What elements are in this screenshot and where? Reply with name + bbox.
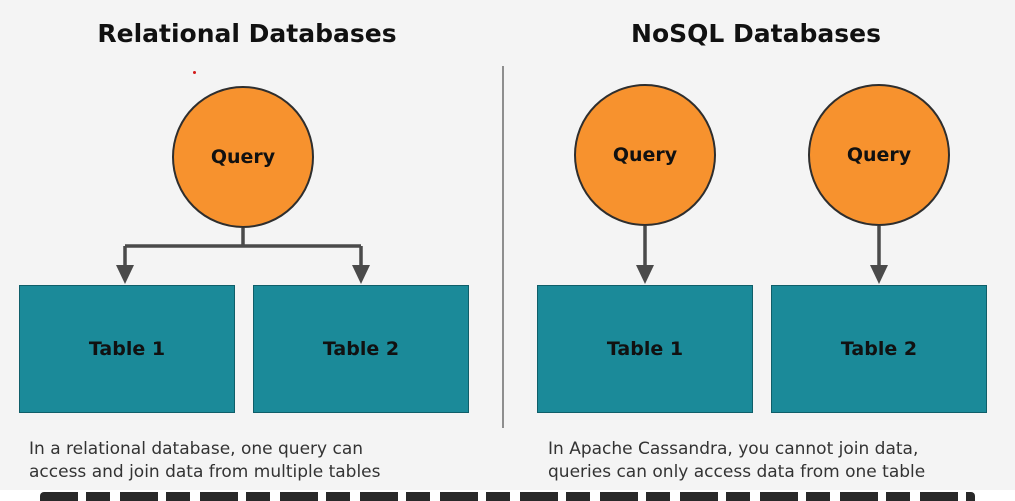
relational-table-2-label: Table 2 xyxy=(322,338,400,360)
nosql-heading: NoSQL Databases xyxy=(631,19,881,48)
relational-query-label: Query xyxy=(210,146,276,168)
relational-arrowhead-right xyxy=(352,265,370,284)
nosql-caption-line-2: queries can only access data from one ta… xyxy=(548,462,926,482)
nosql-query-1-label: Query xyxy=(612,144,678,166)
nosql-table-1-label: Table 1 xyxy=(606,338,684,360)
section-divider xyxy=(502,66,504,428)
relational-table-1-label: Table 1 xyxy=(88,338,166,360)
pointer-dot xyxy=(193,71,196,74)
relational-heading: Relational Databases xyxy=(97,19,397,48)
nosql-query-node-2: Query xyxy=(808,84,950,226)
nosql-caption: In Apache Cassandra, you cannot join dat… xyxy=(548,438,925,484)
nosql-arrowhead-left xyxy=(636,265,654,284)
cropped-subtitle-strip xyxy=(0,490,1015,501)
nosql-arrowhead-right xyxy=(870,265,888,284)
relational-query-node: Query xyxy=(172,86,314,228)
relational-arrowhead-left xyxy=(116,265,134,284)
nosql-table-2: Table 2 xyxy=(771,285,987,413)
nosql-query-node-1: Query xyxy=(574,84,716,226)
nosql-table-1: Table 1 xyxy=(537,285,753,413)
nosql-query-2-label: Query xyxy=(846,144,912,166)
nosql-table-2-label: Table 2 xyxy=(840,338,918,360)
relational-caption: In a relational database, one query can … xyxy=(29,438,381,484)
relational-table-1: Table 1 xyxy=(19,285,235,413)
nosql-caption-line-1: In Apache Cassandra, you cannot join dat… xyxy=(548,439,919,459)
relational-caption-line-1: In a relational database, one query can xyxy=(29,439,364,459)
relational-caption-line-2: access and join data from multiple table… xyxy=(29,462,381,482)
relational-table-2: Table 2 xyxy=(253,285,469,413)
cropped-subtitle-text xyxy=(40,492,975,501)
